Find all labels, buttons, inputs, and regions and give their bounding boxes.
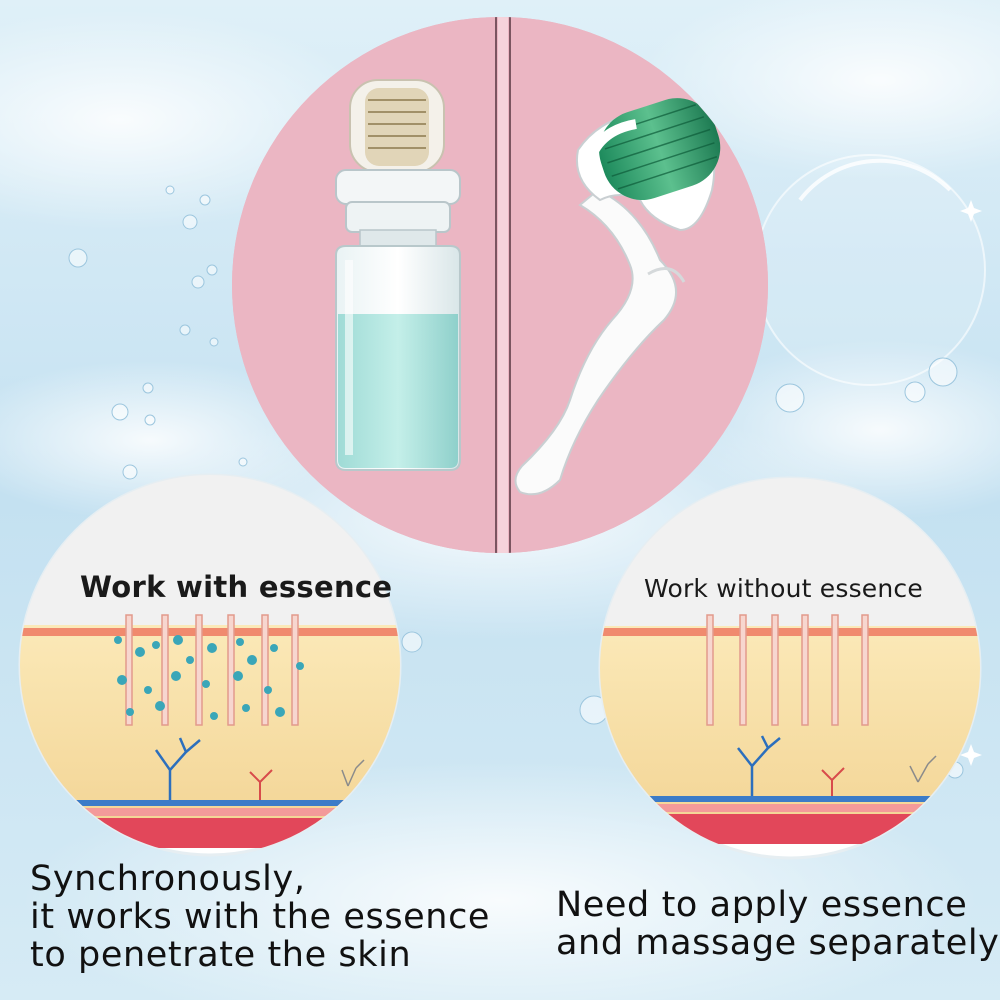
- derma-roller: [514, 98, 721, 496]
- caption-line: Need to apply essence: [556, 885, 968, 925]
- caption-without-essence: Need to apply essence and massage separa…: [556, 886, 999, 962]
- panel-title-with-essence: Work with essence: [80, 570, 393, 604]
- caption-line: and massage separately: [556, 923, 1000, 963]
- caption-line: Synchronously,: [30, 859, 306, 899]
- caption-with-essence: Synchronously, it works with the essence…: [30, 860, 490, 974]
- caption-line: it works with the essence: [30, 897, 491, 937]
- caption-line: to penetrate the skin: [30, 935, 412, 975]
- panel-title-without-essence: Work without essence: [644, 574, 923, 603]
- hydra-roller-bottle: [335, 79, 461, 471]
